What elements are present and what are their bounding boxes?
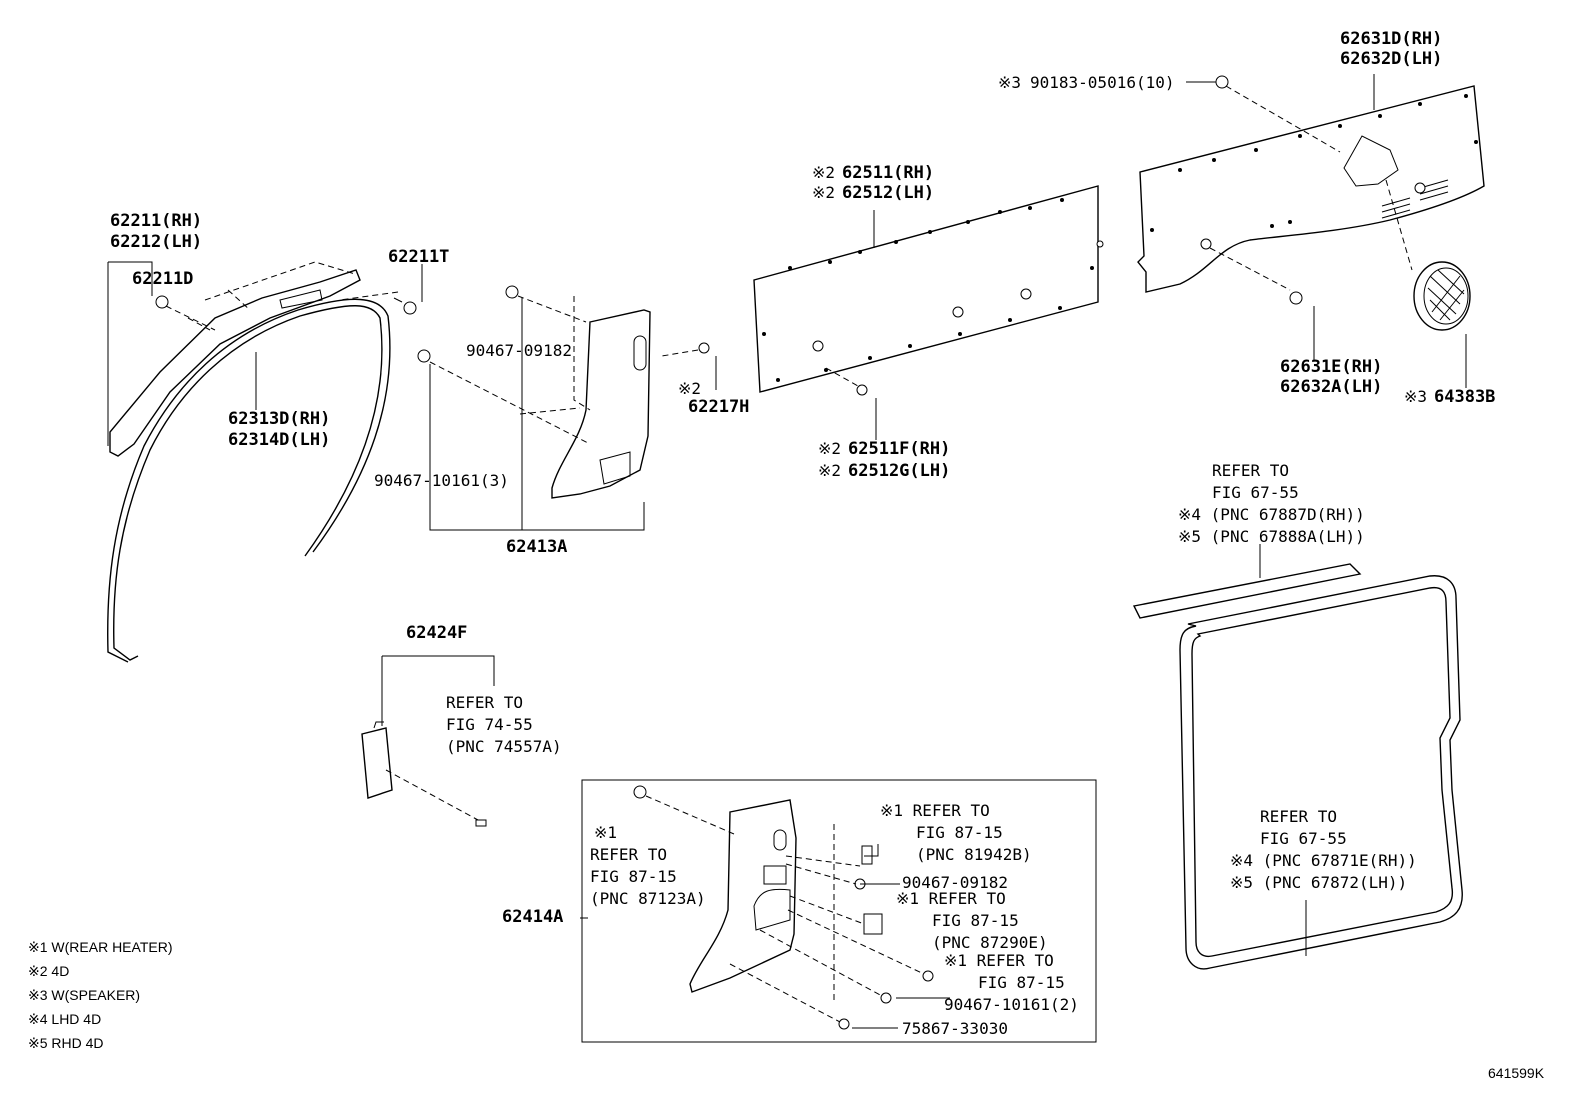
mark-62217H: ※2 (678, 379, 701, 398)
svg-text:FIG 87-15: FIG 87-15 (590, 867, 677, 886)
mark-62512: ※2 (812, 183, 835, 202)
svg-text:REFER TO: REFER TO (1212, 461, 1289, 480)
label-62414A: 62414A (502, 907, 563, 927)
detail-box (581, 779, 1097, 1043)
svg-text:FIG 87-15: FIG 87-15 (932, 911, 1019, 930)
ref-fig74-55: REFER TO FIG 74-55 (PNC 74557A) (446, 693, 562, 756)
label-90467-09182-b: 90467-09182 (902, 873, 1008, 892)
svg-text:※4 (PNC 67887D(RH)): ※4 (PNC 67887D(RH)) (1178, 505, 1365, 524)
labels: 62211(RH) 62212(LH) 62211D 62211T 62313D… (110, 29, 1495, 1038)
label-62212: 62212(LH) (110, 232, 202, 252)
label-90467-09182-a: 90467-09182 (466, 341, 572, 360)
ref-fig87-15-b: ※1 REFER TO FIG 87-15 (PNC 81942B) (880, 801, 1032, 864)
svg-text:FIG 67-55: FIG 67-55 (1260, 829, 1347, 848)
leader-lines (107, 74, 1467, 1029)
svg-text:※1 REFER TO: ※1 REFER TO (880, 801, 990, 820)
svg-text:(PNC 74557A): (PNC 74557A) (446, 737, 562, 756)
ref-fig87-15-a: ※1 REFER TO FIG 87-15 (PNC 87123A) (590, 823, 706, 908)
svg-text:※4 (PNC 67871E(RH)): ※4 (PNC 67871E(RH)) (1230, 851, 1417, 870)
label-62314D: 62314D(LH) (228, 430, 330, 450)
clip-62217H (661, 342, 710, 357)
svg-text:FIG 87-15: FIG 87-15 (916, 823, 1003, 842)
svg-text:※1: ※1 (594, 823, 617, 842)
svg-text:※1 REFER TO: ※1 REFER TO (944, 951, 1054, 970)
legend-item: ※2 4D (28, 963, 69, 979)
pillar-garnish-62211 (109, 261, 361, 457)
label-62211: 62211(RH) (110, 211, 202, 231)
label-62511F: 62511F(RH) (848, 439, 950, 459)
label-62632D: 62632D(LH) (1340, 49, 1442, 69)
label-62631E: 62631E(RH) (1280, 357, 1382, 377)
svg-text:(PNC 81942B): (PNC 81942B) (916, 845, 1032, 864)
svg-text:(PNC 87123A): (PNC 87123A) (590, 889, 706, 908)
mark-62511: ※2 (812, 163, 835, 182)
label-90467-10161-3: 90467-10161(3) (374, 471, 509, 490)
svg-text:※5 (PNC 67888A(LH)): ※5 (PNC 67888A(LH)) (1178, 527, 1365, 546)
legend-item: ※4 LHD 4D (28, 1011, 101, 1027)
label-62424F: 62424F (406, 623, 467, 643)
clip-62211D (155, 295, 216, 331)
pillar-trim-62413A (519, 296, 651, 499)
weatherstrip-67871E (1179, 575, 1463, 970)
label-62217H: 62217H (688, 397, 749, 417)
svg-text:※5 (PNC 67872(LH)): ※5 (PNC 67872(LH)) (1230, 873, 1407, 892)
clip-90467-10161 (417, 349, 591, 445)
speaker-grille-64383B (1413, 261, 1471, 331)
label-62631D: 62631D(RH) (1340, 29, 1442, 49)
screw-62211T (339, 291, 417, 315)
panel-62511 (753, 185, 1104, 396)
mark-62511F: ※2 (818, 439, 841, 458)
svg-text:FIG 74-55: FIG 74-55 (446, 715, 533, 734)
legend-item: ※3 W(SPEAKER) (28, 987, 140, 1003)
label-75867: 75867-33030 (902, 1019, 1008, 1038)
label-62211D: 62211D (132, 269, 193, 289)
svg-text:FIG 87-15: FIG 87-15 (978, 973, 1065, 992)
label-62511: 62511(RH) (842, 163, 934, 183)
clip-90183 (1215, 75, 1229, 89)
ref-fig67-55-bottom: REFER TO FIG 67-55 ※4 (PNC 67871E(RH)) ※… (1230, 807, 1417, 892)
label-62313D: 62313D(RH) (228, 409, 330, 429)
ref-fig67-55-top: REFER TO FIG 67-55 ※4 (PNC 67887D(RH)) ※… (1178, 461, 1365, 546)
label-62632A: 62632A(LH) (1280, 377, 1382, 397)
ref-fig87-15-c: ※1 REFER TO FIG 87-15 (PNC 87290E) (896, 889, 1048, 952)
diagram-id: 641599K (1488, 1065, 1545, 1081)
panel-62631D (1137, 85, 1485, 293)
clip-62631E (1289, 291, 1303, 305)
legend-item: ※5 RHD 4D (28, 1035, 104, 1051)
svg-text:REFER TO: REFER TO (590, 845, 667, 864)
svg-text:※1 REFER TO: ※1 REFER TO (896, 889, 1006, 908)
label-62512: 62512(LH) (842, 183, 934, 203)
svg-text:(PNC 87290E): (PNC 87290E) (932, 933, 1048, 952)
mark-90183: ※3 (998, 73, 1021, 92)
label-90467-10161-2: 90467-10161(2) (944, 995, 1079, 1014)
label-62512G: 62512G(LH) (848, 461, 950, 481)
label-62211T: 62211T (388, 247, 449, 267)
svg-text:REFER TO: REFER TO (1260, 807, 1337, 826)
bracket-62424F (361, 721, 487, 827)
label-62413A: 62413A (506, 537, 567, 557)
mark-62512G: ※2 (818, 461, 841, 480)
strip-67887D (1132, 563, 1362, 619)
svg-text:FIG 67-55: FIG 67-55 (1212, 483, 1299, 502)
ref-fig87-15-d: ※1 REFER TO FIG 87-15 (944, 951, 1065, 992)
weatherstrip-62313D (107, 298, 391, 663)
mark-64383B: ※3 (1404, 387, 1427, 406)
clip-90467-09182-a (505, 285, 587, 323)
legend: ※1 W(REAR HEATER) ※2 4D ※3 W(SPEAKER) ※4… (28, 939, 172, 1051)
label-90183: 90183-05016(10) (1030, 73, 1175, 92)
legend-item: ※1 W(REAR HEATER) (28, 939, 172, 955)
svg-text:REFER TO: REFER TO (446, 693, 523, 712)
label-64383B: 64383B (1434, 387, 1495, 407)
